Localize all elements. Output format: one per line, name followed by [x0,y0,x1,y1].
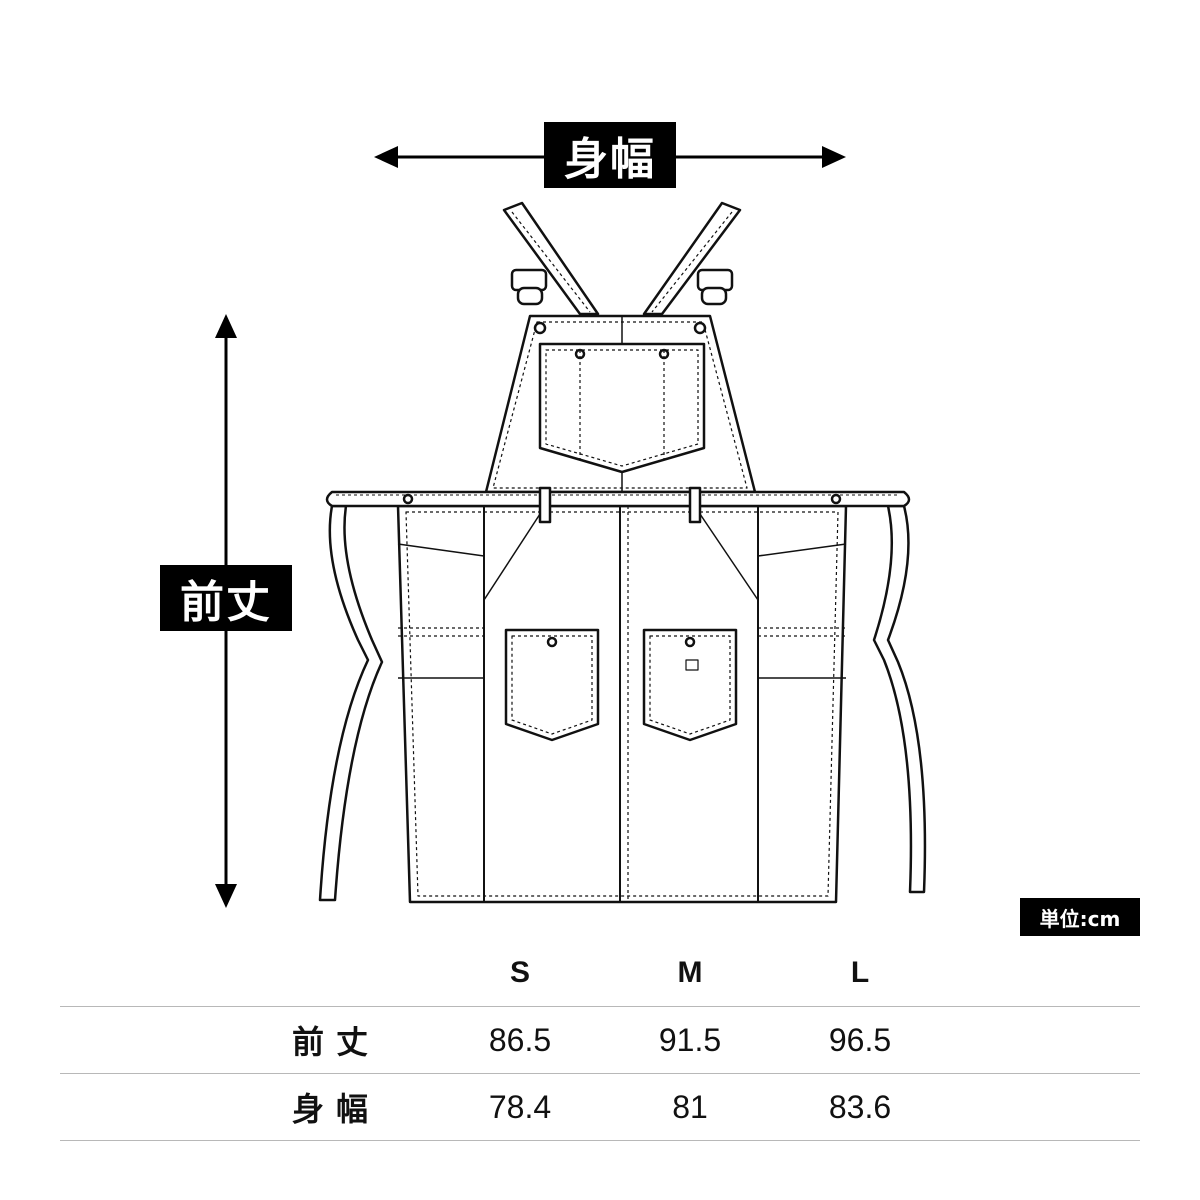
cell-spacer [940,1006,1140,1074]
apron-outline [318,201,927,904]
cell-length-s: 86.5 [440,1006,600,1074]
row-label-length: 前丈 [60,1006,440,1074]
table-row: 身幅 78.4 81 83.6 [60,1073,1140,1141]
apron-diagram [215,146,927,908]
cell-length-m: 91.5 [600,1006,780,1074]
size-header-row: S M L [60,940,1140,1007]
header-size-l: L [850,956,870,989]
header-size-m: M [677,956,703,989]
length-arrow [215,314,237,908]
row-label-width: 身幅 [60,1073,440,1141]
cell-width-l: 83.6 [780,1073,940,1141]
header-spacer [940,940,1140,1007]
size-table: S M L 前丈 86.5 91.5 96.5 身幅 78.4 81 83.6 [60,940,1140,1141]
table-row: 前丈 86.5 91.5 96.5 [60,1006,1140,1074]
header-size-s: S [509,956,530,989]
length-label: 前丈 [160,565,292,631]
unit-label: 単位:cm [1020,898,1140,936]
width-label: 身幅 [544,122,676,188]
cell-width-m: 81 [600,1073,780,1141]
cell-length-l: 96.5 [780,1006,940,1074]
cell-spacer [940,1073,1140,1141]
width-arrow [374,146,846,168]
header-blank [60,940,440,1007]
cell-width-s: 78.4 [440,1073,600,1141]
